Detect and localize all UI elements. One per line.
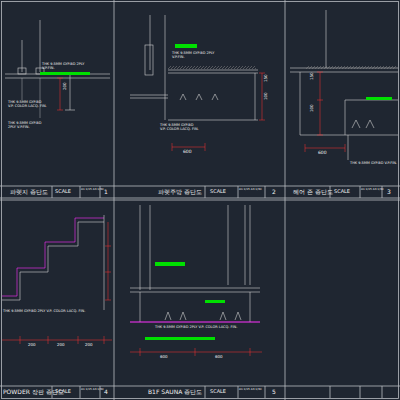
note: THK 9.5MM GYP.BD 2PLY V.P. COLOR LACQ. F…: [3, 310, 85, 314]
scale-label: SCALE: [334, 189, 350, 194]
sheet-number: 1: [104, 189, 108, 195]
dimension: 200: [28, 343, 36, 347]
note: THK 9.5MM GYP.BD 2PLY: [172, 52, 214, 56]
note: 2PLY V.P.FIN.: [8, 126, 30, 130]
scale-label: SCALE: [55, 389, 71, 394]
note: THK 9.5MM GYP.BD 2PLY: [42, 63, 84, 67]
dimension: 600: [215, 355, 223, 359]
scale-value: A1 1/15 A3 1/30: [239, 188, 262, 191]
dimension: 600: [318, 151, 327, 156]
title: 파렛주방 종단도: [158, 189, 202, 195]
note: THK 9.5MM GYP.BD: [160, 124, 193, 128]
scale-label: SCALE: [210, 389, 226, 394]
title: B1F SAUNA 종단도: [148, 389, 202, 395]
dimension: 150: [310, 72, 314, 80]
title: 파렛지 종단도: [10, 189, 48, 195]
dimension: 200: [63, 82, 67, 90]
scale-label: SCALE: [55, 189, 71, 194]
note: THK 9.5MM GYP.BD: [8, 101, 41, 105]
title: POWDER 장판 종단도: [3, 389, 64, 395]
dimension: 600: [183, 150, 192, 155]
note: THK 9.5MM GYP.BD: [8, 122, 41, 126]
note: V.P.FIN.: [42, 67, 55, 71]
scale-value: A1 1/15 A3 1/30: [239, 388, 262, 391]
dimension: 100: [264, 92, 268, 100]
note: V.P. COLOR LACQ. FIN.: [8, 105, 47, 109]
scale-value: A1 1/15 A3 1/30: [81, 188, 104, 191]
scale-label: SCALE: [210, 189, 226, 194]
sheet-number: 4: [104, 389, 108, 395]
note: V.P.FIN.: [172, 56, 185, 60]
note: THK 9.5MM GYP.BD V.P.FIN.: [350, 162, 397, 166]
title: 헤어 존 종단도: [293, 189, 333, 195]
dimension: 100: [310, 104, 314, 112]
note: V.P. COLOR LACQ. FIN.: [160, 128, 199, 132]
note: THK 9.5MM GYP.BD 2PLY V.P. COLOR LACQ. F…: [155, 326, 237, 330]
sheet-number: 3: [387, 189, 391, 195]
sheet-number: 2: [272, 189, 276, 195]
dimension: 600: [160, 355, 168, 359]
dimension: 200: [85, 343, 93, 347]
dimension: 200: [57, 343, 65, 347]
sheet-number: 5: [272, 389, 276, 395]
scale-value: A1 1/15 A3 1/30: [81, 388, 104, 391]
dimension: 150: [264, 74, 268, 82]
scale-value: A1 1/15 A3 1/30: [361, 188, 384, 191]
